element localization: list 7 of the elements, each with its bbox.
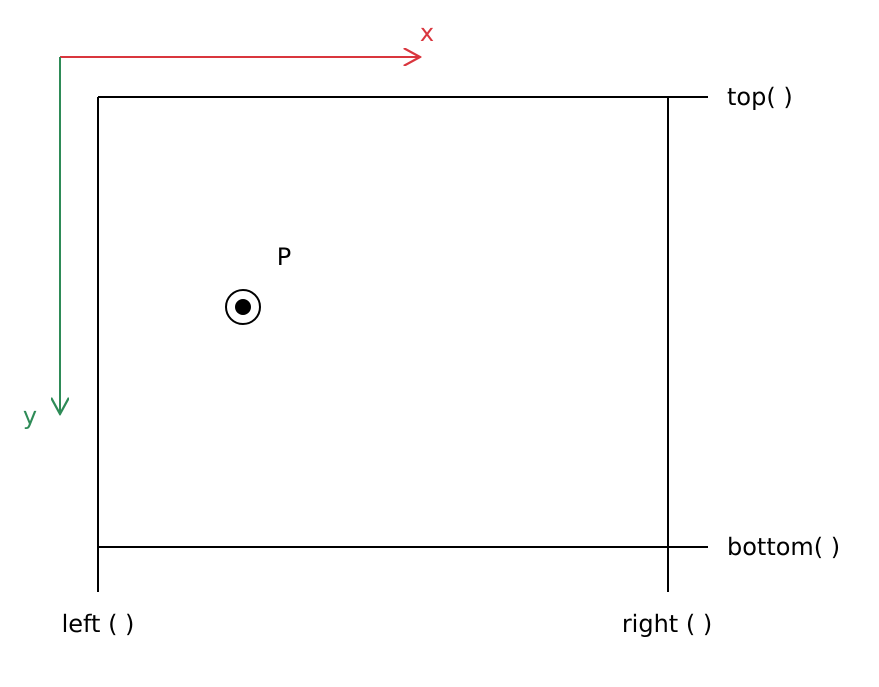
axis-label: y [22, 404, 38, 428]
side-label: bottom( ) [727, 535, 840, 559]
axis-label: x [420, 21, 434, 45]
side-label: right ( ) [622, 612, 712, 636]
side-label: left ( ) [62, 612, 134, 636]
side-label: top( ) [727, 85, 793, 109]
point-label: P [276, 245, 292, 269]
